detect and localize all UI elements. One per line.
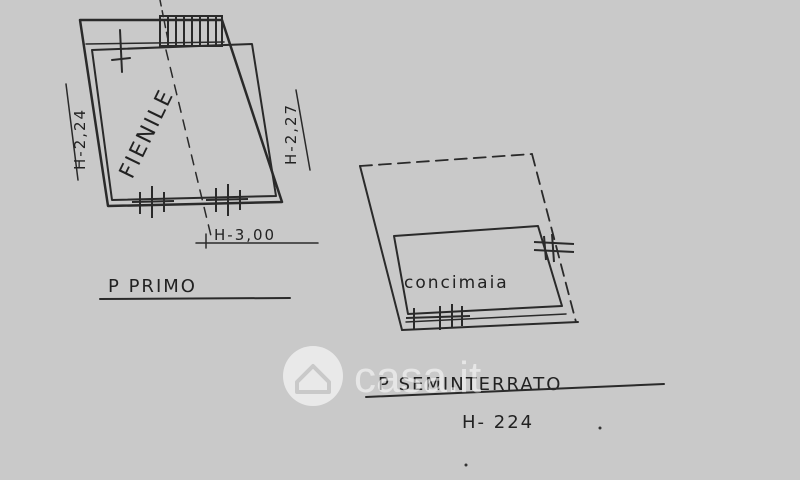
ink-speck <box>598 426 602 430</box>
stair-hatch <box>159 15 223 47</box>
basement-bottom-ticks <box>405 304 471 330</box>
first-floor-outer-wall <box>78 18 284 208</box>
first-floor-height-right: H-2,27 <box>282 103 300 165</box>
basement-title-underline <box>365 383 665 398</box>
basement-room-label: concimaia <box>404 273 509 293</box>
first-floor-height-bottom: H-3,00 <box>214 226 276 244</box>
wall-tick <box>111 57 131 61</box>
left-dimension-line <box>65 83 79 181</box>
basement-right-ticks <box>533 233 575 263</box>
watermark-text: casa.it <box>354 353 481 402</box>
ink-speck <box>464 463 468 467</box>
house-icon <box>283 346 343 406</box>
basement-inner-room <box>393 225 563 315</box>
section-line <box>165 49 213 241</box>
right-dimension-line <box>295 89 311 171</box>
watermark: casa.it <box>283 346 481 406</box>
basement-inner-band <box>405 313 567 323</box>
first-floor-title: P PRIMO <box>108 276 197 297</box>
basement-height: H- 224 <box>462 412 534 433</box>
basement-bottom-wall <box>401 321 579 331</box>
basement-right-dashed <box>531 153 577 323</box>
bottom-wall-ticks <box>131 184 249 218</box>
stair-dash-line <box>159 0 169 41</box>
wall-tick <box>119 29 123 73</box>
basement-plan: concimaia P SEMINTERRATO H- 224 <box>359 153 665 433</box>
first-floor-height-left: H-2,24 <box>71 108 89 170</box>
basement-top-dashed <box>359 153 533 167</box>
basement-left-wall <box>359 165 403 331</box>
first-floor-title-underline <box>99 297 291 300</box>
